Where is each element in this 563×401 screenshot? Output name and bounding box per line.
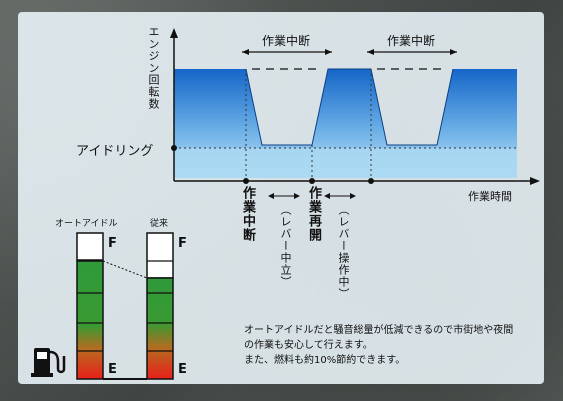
conventional-empty-mark: E xyxy=(178,362,187,377)
idle-band xyxy=(174,148,517,178)
fuel-pump-icon xyxy=(31,348,66,377)
auto-idle-full-mark: F xyxy=(108,236,117,251)
interruption-label-2: 作業中断 xyxy=(387,34,436,48)
idle-label: アイドリング xyxy=(76,144,154,159)
event-label-resume: 作業再開 xyxy=(306,186,321,242)
event-dot-stop-2 xyxy=(368,178,374,184)
auto-idle-empty-mark: E xyxy=(108,362,117,377)
fuel-difference-line xyxy=(102,260,148,279)
interruption-label-1: 作業中断 xyxy=(262,34,311,48)
rpm-axis-arrow xyxy=(170,28,178,38)
conventional-full-mark: F xyxy=(178,236,187,251)
event-dot-resume xyxy=(309,178,315,184)
time-axis-label: 作業時間 xyxy=(468,190,512,203)
conventional-gauge-label: 従来 xyxy=(150,219,169,229)
lever-neutral-label: （レバー中立） xyxy=(279,204,292,288)
event-label-stop: 作業中断 xyxy=(240,186,255,242)
auto-idle-gauge xyxy=(76,232,104,380)
rpm-outline xyxy=(245,68,454,146)
time-axis-arrow xyxy=(530,177,540,185)
auto-idle-gauge-label: オートアイドル xyxy=(55,219,118,229)
event-dot-stop xyxy=(243,178,249,184)
idle-dot xyxy=(171,145,177,151)
conventional-gauge xyxy=(146,232,174,380)
rpm-axis-label: エンジン回転数 xyxy=(147,26,160,110)
lever-operating-label: （レバー操作中） xyxy=(337,204,350,300)
benefit-note: オートアイドルだと騒音総量が低減できるので市街地や夜間の作業も安心して行えます。… xyxy=(244,325,514,366)
